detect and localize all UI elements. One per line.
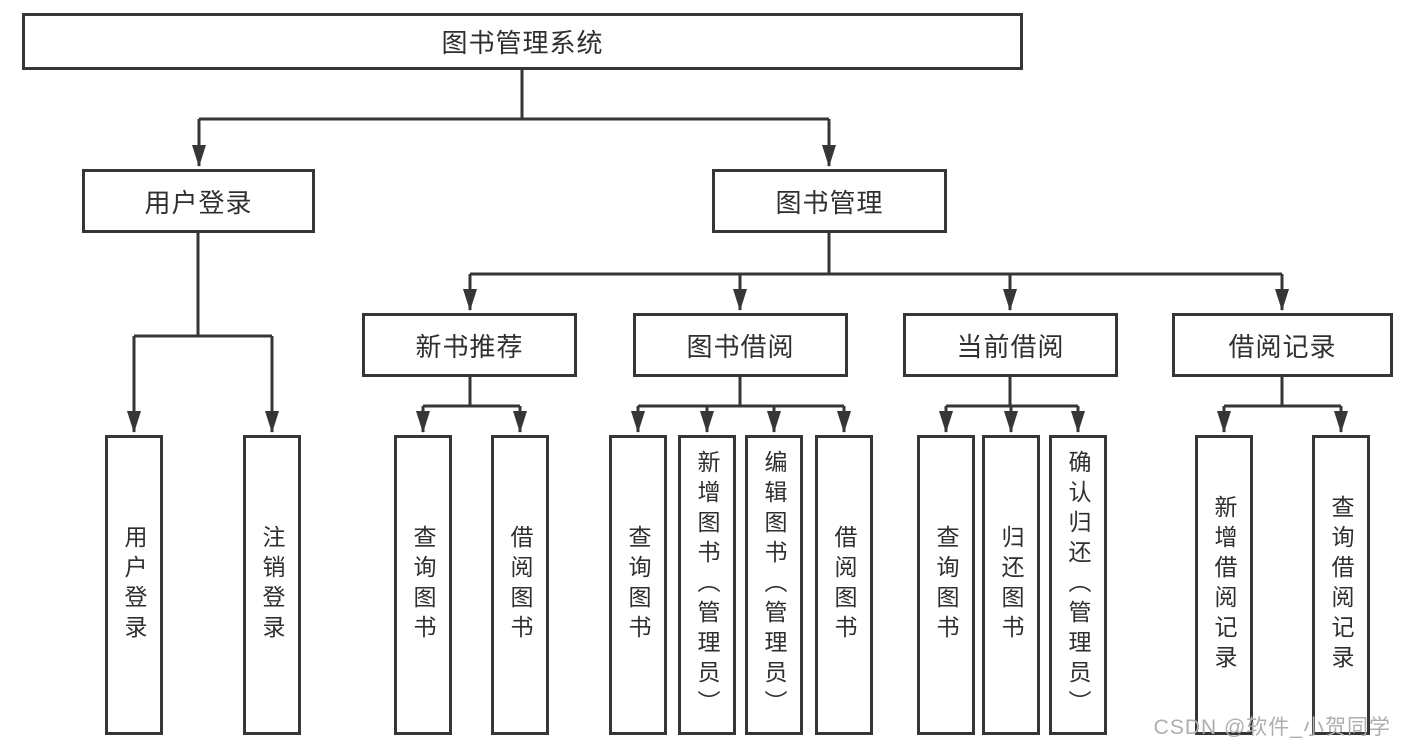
leaf-label: 编辑图书（管理员） bbox=[761, 450, 787, 720]
node-label: 用户登录 bbox=[144, 187, 253, 218]
leaf-label: 查询图书 bbox=[625, 525, 651, 645]
node-label: 借阅记录 bbox=[1228, 331, 1337, 362]
leaf-current-return-books: 归还图书 bbox=[982, 435, 1040, 735]
leaf-borrowing-add-books-admin: 新增图书（管理员） bbox=[678, 435, 736, 735]
leaf-current-query-books: 查询图书 bbox=[917, 435, 975, 735]
leaf-label: 注销登录 bbox=[259, 525, 285, 645]
node-book-management: 图书管理 bbox=[712, 169, 947, 233]
leaf-label: 查询图书 bbox=[933, 525, 959, 645]
node-borrowing-records: 借阅记录 bbox=[1172, 313, 1393, 377]
node-user-login: 用户登录 bbox=[82, 169, 315, 233]
leaf-borrowing-borrow-books: 借阅图书 bbox=[815, 435, 873, 735]
leaf-recommend-query-books: 查询图书 bbox=[394, 435, 452, 735]
node-label: 当前借阅 bbox=[956, 331, 1065, 362]
leaf-records-query-record: 查询借阅记录 bbox=[1312, 435, 1370, 735]
leaf-logout: 注销登录 bbox=[243, 435, 301, 735]
node-library-management-system: 图书管理系统 bbox=[22, 13, 1023, 70]
node-current-borrowing: 当前借阅 bbox=[903, 313, 1118, 377]
node-label: 图书管理系统 bbox=[441, 28, 604, 58]
leaf-label: 借阅图书 bbox=[507, 525, 533, 645]
node-book-borrowing: 图书借阅 bbox=[633, 313, 848, 377]
leaf-label: 用户登录 bbox=[121, 525, 147, 645]
leaf-label: 查询借阅记录 bbox=[1328, 495, 1354, 675]
leaf-label: 确认归还（管理员） bbox=[1065, 450, 1091, 720]
leaf-user-login: 用户登录 bbox=[105, 435, 163, 735]
node-new-book-recommend: 新书推荐 bbox=[362, 313, 577, 377]
leaf-borrowing-query-books: 查询图书 bbox=[609, 435, 667, 735]
leaf-label: 借阅图书 bbox=[831, 525, 857, 645]
watermark: CSDN @软件_小贺同学 bbox=[1153, 716, 1391, 739]
leaf-records-add-record: 新增借阅记录 bbox=[1195, 435, 1253, 735]
node-label: 图书管理 bbox=[775, 187, 884, 218]
leaf-label: 查询图书 bbox=[410, 525, 436, 645]
leaf-label: 新增借阅记录 bbox=[1211, 495, 1237, 675]
node-label: 图书借阅 bbox=[686, 331, 795, 362]
leaf-label: 归还图书 bbox=[998, 525, 1024, 645]
leaf-current-confirm-return-admin: 确认归还（管理员） bbox=[1049, 435, 1107, 735]
leaf-label: 新增图书（管理员） bbox=[694, 450, 720, 720]
node-label: 新书推荐 bbox=[415, 331, 524, 362]
leaf-recommend-borrow-books: 借阅图书 bbox=[491, 435, 549, 735]
leaf-borrowing-edit-books-admin: 编辑图书（管理员） bbox=[745, 435, 803, 735]
